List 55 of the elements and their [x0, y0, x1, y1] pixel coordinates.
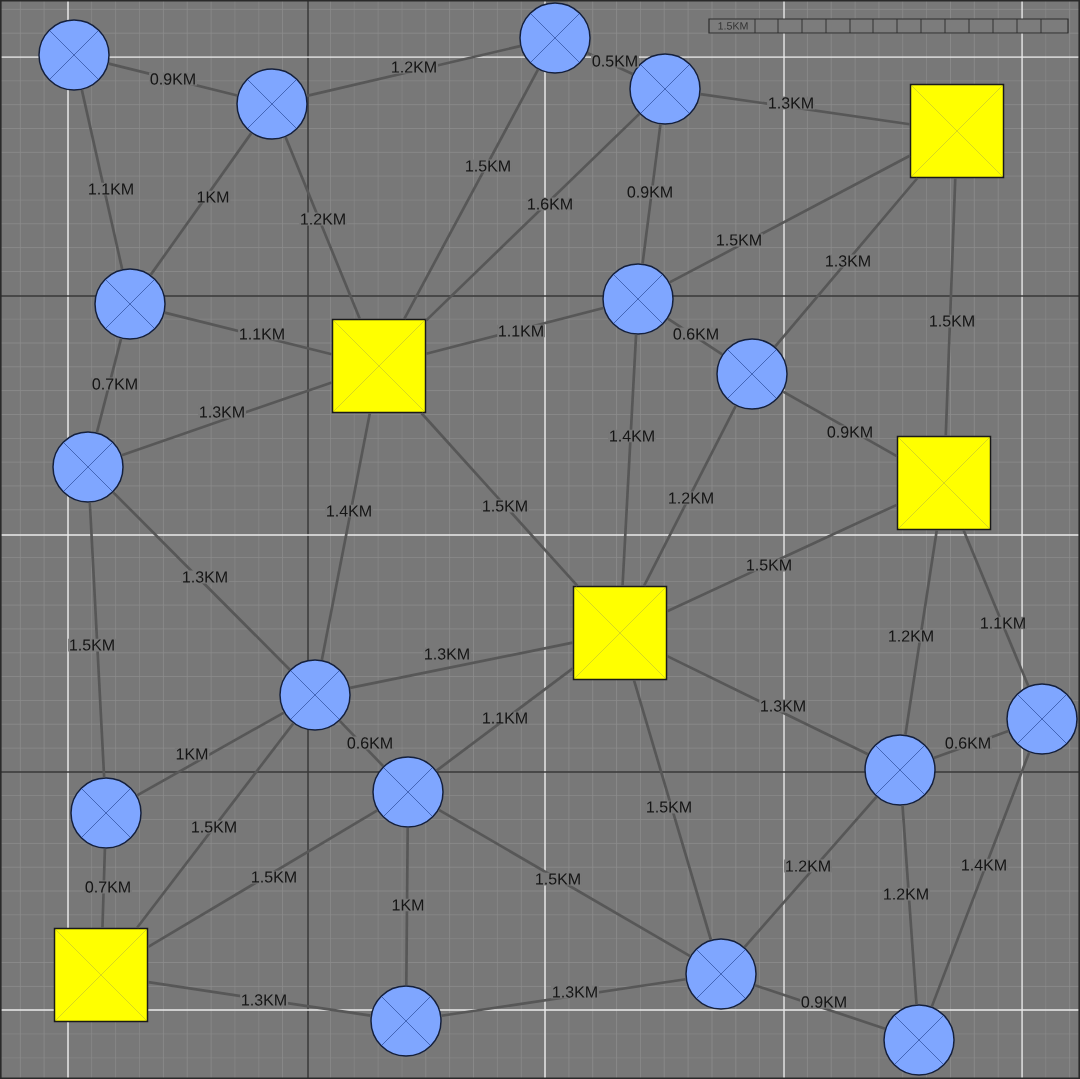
link-line	[901, 805, 918, 1005]
link-line	[774, 177, 919, 348]
link-line	[666, 503, 898, 613]
link-line	[403, 68, 540, 320]
link-line	[112, 491, 291, 671]
link-line	[420, 412, 579, 587]
square-node	[896, 435, 992, 531]
circle-node	[38, 19, 110, 91]
square-node	[53, 927, 149, 1023]
link-line	[149, 132, 253, 276]
link-line	[632, 679, 713, 941]
link-line	[136, 711, 285, 797]
circle-node	[864, 734, 936, 806]
square-node	[572, 585, 668, 681]
link-line	[320, 413, 372, 661]
circle-node	[370, 985, 442, 1057]
link-line	[669, 154, 911, 284]
link-line	[121, 381, 333, 457]
link-line	[147, 809, 378, 949]
link-line	[101, 848, 107, 928]
link-line	[641, 124, 662, 264]
link-line	[962, 529, 1030, 687]
circle-node	[602, 263, 674, 335]
circle-node	[519, 2, 591, 74]
circle-node	[1006, 683, 1078, 755]
link-line	[284, 136, 361, 320]
link-line	[405, 827, 410, 986]
circle-node	[236, 68, 308, 140]
link-line	[621, 334, 638, 586]
link-line	[80, 89, 124, 270]
circle-node	[70, 777, 142, 849]
link-line	[349, 641, 574, 690]
link-line	[743, 796, 878, 949]
link-line	[136, 722, 295, 929]
link-line	[435, 667, 574, 772]
square-node	[331, 318, 427, 414]
circle-node	[94, 268, 166, 340]
link-line	[642, 405, 737, 587]
link-line	[944, 178, 957, 436]
circle-node	[279, 659, 351, 731]
link-line	[930, 751, 1031, 1008]
link-line	[666, 654, 869, 756]
circle-node	[52, 431, 124, 503]
circle-node	[372, 756, 444, 828]
link-line	[425, 112, 641, 322]
square-node	[909, 83, 1005, 179]
link-line	[88, 502, 106, 778]
link-line	[438, 808, 691, 958]
link-line	[782, 390, 898, 458]
circle-node	[883, 1004, 955, 1076]
circle-node	[716, 338, 788, 410]
circle-node	[685, 938, 757, 1010]
link-line	[95, 338, 123, 433]
link-line	[904, 530, 939, 735]
scale-label: 1.5KM	[718, 22, 748, 30]
